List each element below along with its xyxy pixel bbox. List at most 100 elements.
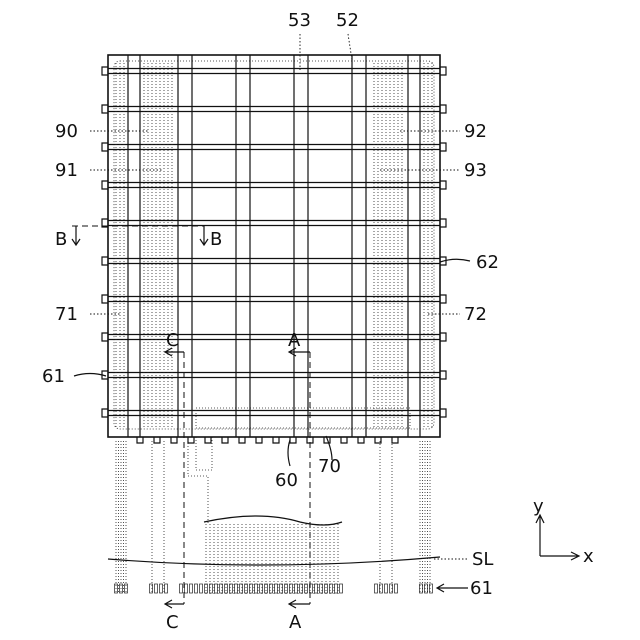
terminal-pad: [195, 584, 198, 593]
left-edge-tab: [102, 333, 108, 341]
bottom-edge-tab: [256, 437, 262, 443]
terminal-pad: [300, 584, 303, 593]
right-edge-tab: [440, 143, 446, 151]
terminal-pad: [180, 584, 183, 593]
label-71: 71: [55, 304, 78, 325]
terminal-pad: [240, 584, 243, 593]
terminal-pad: [215, 584, 218, 593]
terminal-pad: [155, 584, 158, 593]
terminal-pad: [220, 584, 223, 593]
bottom-edge-tab: [154, 437, 160, 443]
terminal-pad: [225, 584, 228, 593]
label-53: 53: [288, 10, 311, 31]
label-90: 90: [55, 121, 78, 142]
label-c-top: C: [166, 330, 179, 351]
bottom-edge-tab: [358, 437, 364, 443]
terminal-pad: [270, 584, 273, 593]
dotted-hatching: [116, 63, 432, 429]
label-a-bottom: A: [289, 612, 302, 633]
terminal-pad: [385, 584, 388, 593]
bottom-edge-tab: [137, 437, 143, 443]
wire-route: [196, 437, 212, 470]
left-edge-tab: [102, 143, 108, 151]
label-93: 93: [464, 160, 487, 181]
right-edge-tab: [440, 105, 446, 113]
terminal-pad: [330, 584, 333, 593]
leader-60: [288, 440, 290, 466]
inner-dotted-border: [114, 61, 434, 429]
terminal-pad: [320, 584, 323, 593]
bottom-wiring: [115, 437, 433, 594]
label-b-left: B: [55, 229, 67, 250]
left-edge-tab: [102, 295, 108, 303]
label-a-top: A: [288, 330, 301, 351]
label-c-bottom: C: [166, 612, 179, 633]
label-b-right: B: [210, 229, 222, 250]
terminal-pad: [205, 584, 208, 593]
bottom-edge-tab: [188, 437, 194, 443]
terminal-pad: [235, 584, 238, 593]
left-edge-tab: [102, 181, 108, 189]
terminal-pad: [275, 584, 278, 593]
terminal-pad: [280, 584, 283, 593]
right-edge-tab: [440, 295, 446, 303]
label-sl: SL: [472, 549, 493, 570]
terminal-pad: [260, 584, 263, 593]
label-axis-y: y: [533, 496, 544, 517]
terminal-pad: [325, 584, 328, 593]
label-61-left: 61: [42, 366, 65, 387]
terminal-pad: [335, 584, 338, 593]
terminal-pad: [200, 584, 203, 593]
section-a-bottom-arrow: [289, 600, 310, 608]
section-b-left-arrow: [72, 226, 80, 245]
wire-route: [188, 437, 208, 524]
right-edge-tab: [440, 371, 446, 379]
leader-61-bottom-arrow: [437, 584, 468, 592]
section-c-bottom-arrow: [165, 600, 184, 608]
leader-62: [440, 259, 470, 262]
terminal-pad: [255, 584, 258, 593]
label-92: 92: [464, 121, 487, 142]
terminal-pad: [315, 584, 318, 593]
left-edge-tab: [102, 67, 108, 75]
label-62: 62: [476, 252, 499, 273]
wire-envelope-curve: [204, 516, 342, 525]
label-91: 91: [55, 160, 78, 181]
terminal-pad: [290, 584, 293, 593]
terminal-pad: [295, 584, 298, 593]
right-edge-tab: [440, 333, 446, 341]
terminal-pad: [285, 584, 288, 593]
label-60: 60: [275, 470, 298, 491]
label-52: 52: [336, 10, 359, 31]
bottom-edge-tab: [239, 437, 245, 443]
right-edge-tab: [440, 219, 446, 227]
bottom-edge-tab: [290, 437, 296, 443]
right-edge-tab: [440, 181, 446, 189]
axis-x-arrow: [540, 552, 579, 560]
bottom-edge-tab: [171, 437, 177, 443]
left-edge-tab: [102, 257, 108, 265]
label-70: 70: [318, 456, 341, 477]
terminal-pad: [210, 584, 213, 593]
bottom-edge-tab: [392, 437, 398, 443]
terminal-pad: [230, 584, 233, 593]
bottom-edge-tab: [341, 437, 347, 443]
right-edge-tab: [440, 409, 446, 417]
terminal-pad: [245, 584, 248, 593]
section-b-right-arrow: [200, 226, 208, 245]
bottom-edge-tab: [222, 437, 228, 443]
left-edge-tab: [102, 409, 108, 417]
terminal-pad: [185, 584, 188, 593]
terminal-pad: [395, 584, 398, 593]
terminal-pad: [265, 584, 268, 593]
terminal-pad: [375, 584, 378, 593]
leader-61-left: [74, 374, 106, 377]
bottom-edge-tab: [205, 437, 211, 443]
terminal-pad: [250, 584, 253, 593]
bottom-edge-tab: [375, 437, 381, 443]
bottom-edge-tab: [273, 437, 279, 443]
label-72: 72: [464, 304, 487, 325]
terminal-pad: [190, 584, 193, 593]
leader-52: [348, 34, 352, 60]
